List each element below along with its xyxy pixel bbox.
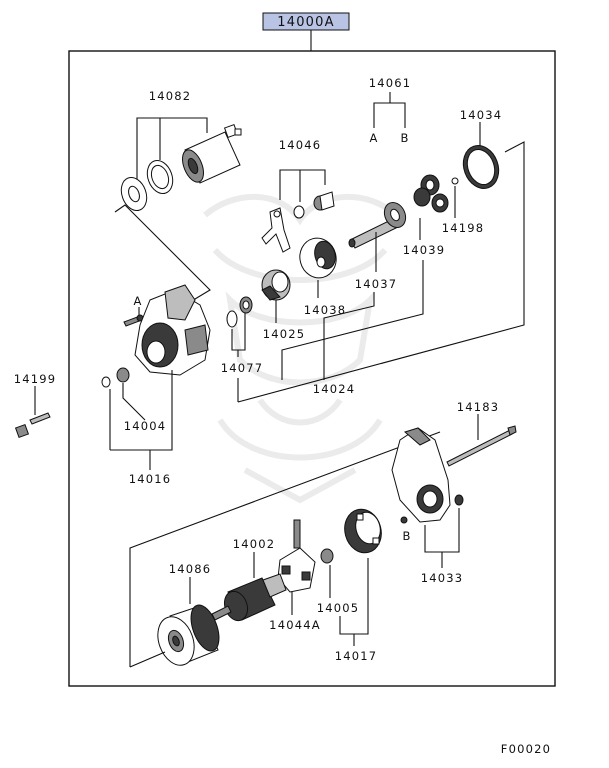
assembly-label[interactable]: 14000A — [277, 15, 334, 30]
armature-part — [211, 573, 287, 622]
label-14017[interactable]: 14017 — [335, 649, 378, 663]
shift-lever-part — [261, 207, 291, 253]
bracket-14016 — [110, 370, 173, 451]
marker-b-screw — [400, 516, 408, 524]
bearing-part — [320, 548, 334, 564]
gear-ring-part — [462, 145, 500, 189]
stop-ring-part — [226, 296, 253, 328]
label-14061-a[interactable]: A — [369, 131, 378, 145]
label-14016[interactable]: 14016 — [129, 472, 172, 486]
label-14025[interactable]: 14025 — [263, 327, 306, 341]
planetary-shaft-part — [348, 201, 407, 249]
leader-14082 — [136, 117, 208, 183]
label-14033[interactable]: 14033 — [421, 571, 464, 585]
lever-pin-part — [313, 191, 335, 211]
marker-a-housing[interactable]: A — [133, 294, 142, 308]
assembly-frame — [68, 50, 556, 687]
label-14005[interactable]: 14005 — [317, 601, 360, 615]
label-14077[interactable]: 14077 — [221, 361, 264, 375]
solenoid-gasket-part — [120, 177, 148, 211]
brush-set-part — [277, 519, 316, 593]
solenoid-switch-part — [182, 123, 242, 184]
steel-ball-part — [451, 177, 459, 185]
watermark-emblem — [203, 193, 398, 504]
front-housing-part — [134, 284, 211, 376]
label-14039[interactable]: 14039 — [403, 243, 446, 257]
bushing-part — [101, 367, 130, 388]
label-14002[interactable]: 14002 — [233, 537, 276, 551]
label-14037[interactable]: 14037 — [355, 277, 398, 291]
bracket-14024 — [281, 260, 424, 380]
pinion-gear-part — [261, 269, 291, 301]
label-14004[interactable]: 14004 — [124, 419, 167, 433]
yoke-part — [157, 604, 220, 666]
figure-code: F00020 — [501, 742, 551, 756]
through-bolt-part — [14, 412, 51, 439]
long-bolt-part — [446, 425, 517, 467]
planetary-gear-part — [413, 174, 449, 213]
leader-14004 — [122, 383, 146, 421]
label-14061-b[interactable]: B — [400, 131, 409, 145]
bracket-14017 — [339, 558, 369, 635]
label-14183[interactable]: 14183 — [457, 400, 500, 414]
label-14034[interactable]: 14034 — [460, 108, 503, 122]
lower-group-bracket — [129, 431, 441, 667]
label-14024[interactable]: 14024 — [313, 382, 356, 396]
overrunning-clutch-part — [299, 237, 337, 279]
label-14046[interactable]: 14046 — [279, 138, 322, 152]
rear-cover-part — [391, 427, 464, 523]
label-14086[interactable]: 14086 — [169, 562, 212, 576]
label-14082[interactable]: 14082 — [149, 89, 192, 103]
label-14038[interactable]: 14038 — [304, 303, 347, 317]
upper-group-bracket — [114, 204, 211, 306]
label-14199[interactable]: 14199 — [14, 372, 57, 386]
label-14044a[interactable]: 14044A — [269, 618, 321, 632]
label-14198[interactable]: 14198 — [442, 221, 485, 235]
right-upper-bracket — [237, 141, 525, 403]
assembly-label-highlight[interactable] — [262, 12, 350, 31]
brush-holder-part — [344, 508, 382, 554]
solenoid-plate-part — [146, 160, 174, 194]
lever-washer-part — [293, 205, 305, 219]
label-14061[interactable]: 14061 — [369, 76, 412, 90]
marker-b-cover[interactable]: B — [402, 529, 411, 543]
